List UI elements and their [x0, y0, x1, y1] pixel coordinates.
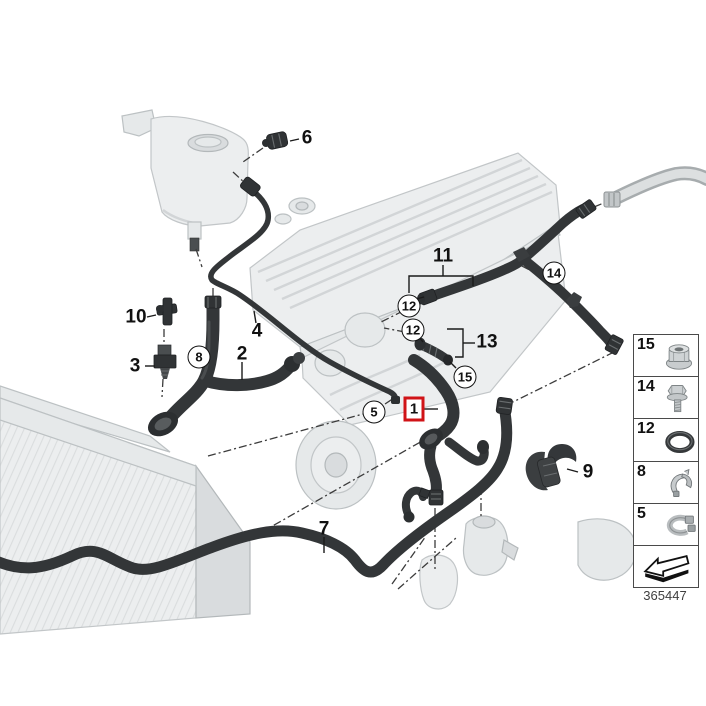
- hose-7-lower-hose: [0, 396, 513, 578]
- flange-nut-icon: [665, 344, 693, 370]
- legend-item-arrow[interactable]: [634, 546, 698, 587]
- part-10-t-connector: [156, 297, 178, 326]
- legend-number: 5: [637, 504, 646, 522]
- legend-item-14[interactable]: 14: [634, 377, 698, 420]
- hose-4-vent-pipe: [208, 176, 400, 404]
- leader-lines-solid: [145, 138, 579, 553]
- direction-arrow-icon: [643, 554, 690, 583]
- hose-1-selected-hose: [401, 354, 489, 523]
- callout-4[interactable]: 4: [251, 320, 263, 342]
- callout-5[interactable]: 5: [362, 400, 386, 424]
- callout-3[interactable]: 3: [129, 355, 141, 377]
- callout-2[interactable]: 2: [236, 343, 248, 365]
- callout-15[interactable]: 15: [453, 365, 477, 389]
- legend-number: 12: [637, 420, 655, 438]
- callout-12-b[interactable]: 12: [401, 318, 425, 342]
- callout-9[interactable]: 9: [582, 461, 594, 483]
- callout-14[interactable]: 14: [542, 261, 566, 285]
- legend-item-5[interactable]: 5: [634, 504, 698, 546]
- pulley-ghost: [295, 420, 377, 510]
- o-ring-icon: [665, 430, 695, 453]
- callout-6[interactable]: 6: [301, 127, 313, 149]
- legend-number: 8: [637, 462, 646, 480]
- legend-item-15[interactable]: 15: [634, 335, 698, 378]
- hose-clamp-icon: [666, 514, 696, 536]
- radiator-ghost: [0, 385, 251, 635]
- diagram-number: 365447: [643, 588, 687, 603]
- part-6-connector: [262, 131, 289, 150]
- callout-7[interactable]: 7: [318, 518, 330, 540]
- callout-1-selected[interactable]: 1: [403, 396, 425, 422]
- part-3-sensor: [153, 344, 177, 379]
- callout-11[interactable]: 11: [432, 245, 454, 267]
- part-9-bracket-clamp: [525, 444, 577, 491]
- callout-8[interactable]: 8: [187, 345, 211, 369]
- water-valve-ghost: [419, 515, 637, 610]
- leader-lines-dashed: [161, 147, 615, 590]
- callout-10[interactable]: 10: [125, 306, 147, 328]
- light-hose-outlet: [603, 166, 706, 208]
- hose-2-radiator-hose: [147, 295, 305, 437]
- flange-bolt-icon: [666, 385, 688, 413]
- legend-number: 15: [637, 336, 655, 353]
- callout-12-a[interactable]: 12: [397, 294, 421, 318]
- legend-panel: 15 14 12 8: [633, 334, 699, 588]
- expansion-tank-ghost: [121, 109, 249, 252]
- retaining-clip-icon: [670, 468, 693, 497]
- callout-13[interactable]: 13: [476, 331, 498, 353]
- legend-item-12[interactable]: 12: [634, 419, 698, 462]
- engine-ghost: [249, 152, 567, 426]
- legend-item-8[interactable]: 8: [634, 462, 698, 504]
- legend-number: 14: [637, 378, 655, 396]
